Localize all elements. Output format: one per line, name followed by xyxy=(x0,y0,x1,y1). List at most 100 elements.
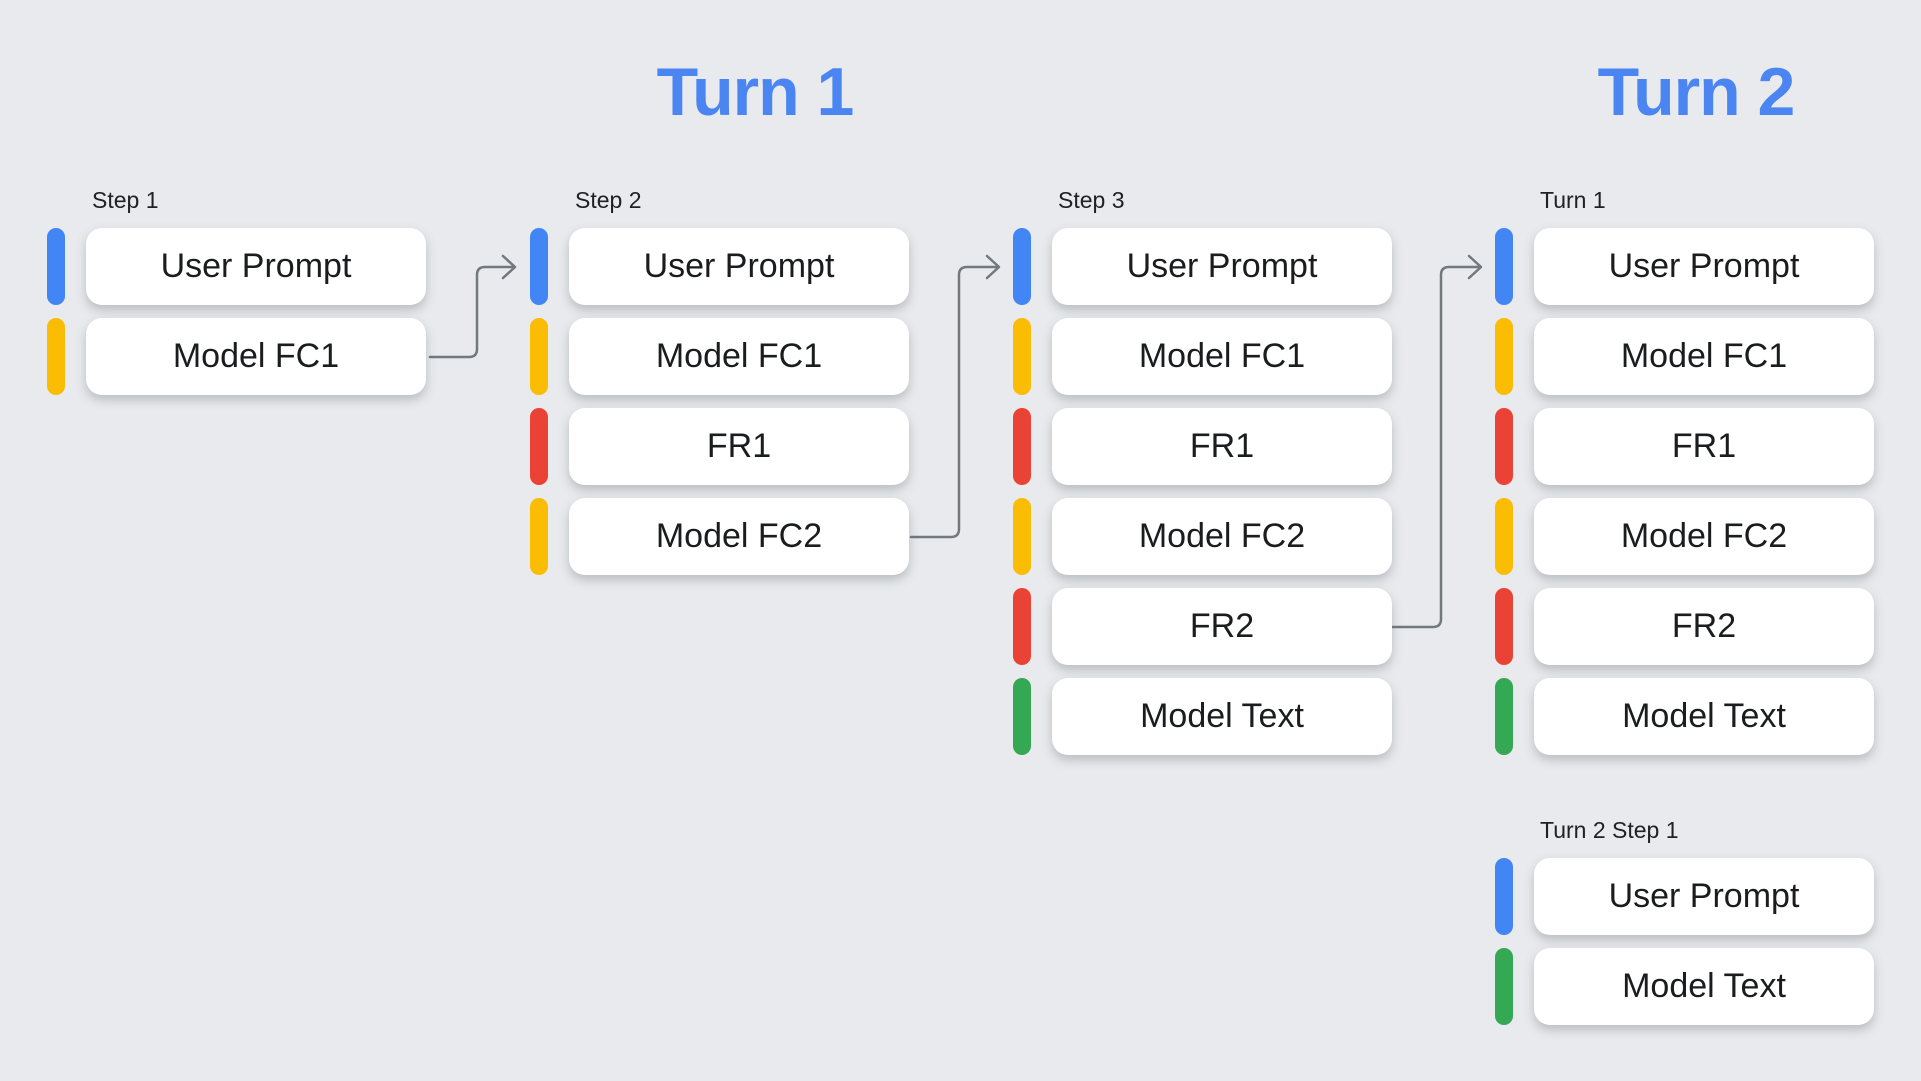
fr1-card: FR1 xyxy=(569,408,909,485)
column-label: Step 1 xyxy=(92,187,159,213)
card-label: Model FC2 xyxy=(1620,517,1788,555)
message-row: Model Text xyxy=(1495,678,1875,755)
card-label: Model FC2 xyxy=(655,517,823,555)
card-label: Model FC1 xyxy=(1620,337,1788,375)
column-turn2-step1: Turn 2 Step 1 User Prompt Model Text xyxy=(1495,819,1875,1025)
user-prompt-card: User Prompt xyxy=(1052,228,1392,305)
function-response-role-bar xyxy=(1495,588,1513,665)
model-text-role-bar xyxy=(1495,948,1513,1025)
message-row: User Prompt xyxy=(1495,228,1875,305)
message-row: FR1 xyxy=(1495,408,1875,485)
function-response-role-bar xyxy=(530,408,548,485)
message-rows: User Prompt Model FC1 FR1 Model FC2 FR2 … xyxy=(1495,228,1875,755)
fr2-card: FR2 xyxy=(1534,588,1874,665)
card-label: User Prompt xyxy=(1608,877,1800,915)
column-step3: Step 3 User Prompt Model FC1 FR1 Model F… xyxy=(1013,189,1393,755)
message-row: Model FC1 xyxy=(1013,318,1393,395)
turn2-title: Turn 2 xyxy=(1597,54,1796,130)
card-label: User Prompt xyxy=(643,247,835,285)
card-label: Model FC1 xyxy=(172,337,340,375)
card-label: FR1 xyxy=(1189,427,1255,465)
model-text-card: Model Text xyxy=(1534,948,1874,1025)
message-rows: User Prompt Model Text xyxy=(1495,858,1875,1025)
card-label: FR2 xyxy=(1189,607,1255,645)
column-step2: Step 2 User Prompt Model FC1 FR1 Model F… xyxy=(530,189,910,575)
fr2-card: FR2 xyxy=(1052,588,1392,665)
column-step1: Step 1 User Prompt Model FC1 xyxy=(47,189,427,395)
message-rows: User Prompt Model FC1 FR1 Model FC2 FR2 … xyxy=(1013,228,1393,755)
column-turn1: Turn 1 User Prompt Model FC1 FR1 Model F… xyxy=(1495,189,1875,755)
model-fc-role-bar xyxy=(1013,318,1031,395)
turn1-title: Turn 1 xyxy=(656,54,855,130)
card-label: Model FC1 xyxy=(655,337,823,375)
message-row: Model Text xyxy=(1013,678,1393,755)
column-label: Step 2 xyxy=(575,187,642,213)
card-label: User Prompt xyxy=(1126,247,1318,285)
model-fc-role-bar xyxy=(1013,498,1031,575)
message-row: Model FC1 xyxy=(47,318,427,395)
model-fc1-card: Model FC1 xyxy=(569,318,909,395)
message-row: FR1 xyxy=(1013,408,1393,485)
model-fc-role-bar xyxy=(47,318,65,395)
message-rows: User Prompt Model FC1 xyxy=(47,228,427,395)
card-label: Model FC1 xyxy=(1138,337,1306,375)
message-row: User Prompt xyxy=(1495,858,1875,935)
message-row: User Prompt xyxy=(530,228,910,305)
message-row: Model FC2 xyxy=(1495,498,1875,575)
function-response-role-bar xyxy=(1013,588,1031,665)
column-label: Step 3 xyxy=(1058,187,1125,213)
message-row: FR1 xyxy=(530,408,910,485)
message-row: Model FC1 xyxy=(1495,318,1875,395)
card-label: FR2 xyxy=(1671,607,1737,645)
message-row: FR2 xyxy=(1013,588,1393,665)
column-label: Turn 1 xyxy=(1540,187,1606,213)
message-row: User Prompt xyxy=(47,228,427,305)
model-text-card: Model Text xyxy=(1534,678,1874,755)
model-fc1-card: Model FC1 xyxy=(86,318,426,395)
message-row: Model Text xyxy=(1495,948,1875,1025)
user-prompt-card: User Prompt xyxy=(569,228,909,305)
model-text-role-bar xyxy=(1013,678,1031,755)
card-label: User Prompt xyxy=(160,247,352,285)
message-row: Model FC2 xyxy=(530,498,910,575)
card-label: Model FC2 xyxy=(1138,517,1306,555)
arrow-step3-to-turn1 xyxy=(1390,254,1483,629)
model-fc2-card: Model FC2 xyxy=(569,498,909,575)
model-fc-role-bar xyxy=(530,498,548,575)
user-role-bar xyxy=(1495,228,1513,305)
model-text-card: Model Text xyxy=(1052,678,1392,755)
message-row: Model FC1 xyxy=(530,318,910,395)
card-label: FR1 xyxy=(1671,427,1737,465)
card-label: User Prompt xyxy=(1608,247,1800,285)
model-fc1-card: Model FC1 xyxy=(1052,318,1392,395)
card-label: Model Text xyxy=(1622,967,1786,1005)
card-label: Model Text xyxy=(1622,697,1786,735)
arrow-step1-to-step2 xyxy=(428,254,517,359)
model-fc-role-bar xyxy=(1495,318,1513,395)
user-role-bar xyxy=(1013,228,1031,305)
message-row: FR2 xyxy=(1495,588,1875,665)
model-text-role-bar xyxy=(1495,678,1513,755)
fr1-card: FR1 xyxy=(1052,408,1392,485)
model-fc-role-bar xyxy=(530,318,548,395)
model-fc2-card: Model FC2 xyxy=(1534,498,1874,575)
model-fc-role-bar xyxy=(1495,498,1513,575)
user-prompt-card: User Prompt xyxy=(86,228,426,305)
message-row: User Prompt xyxy=(1013,228,1393,305)
user-role-bar xyxy=(530,228,548,305)
fr1-card: FR1 xyxy=(1534,408,1874,485)
user-role-bar xyxy=(1495,858,1513,935)
card-label: FR1 xyxy=(706,427,772,465)
function-response-role-bar xyxy=(1013,408,1031,485)
column-label: Turn 2 Step 1 xyxy=(1540,817,1679,843)
arrow-step2-to-step3 xyxy=(909,254,1001,539)
user-role-bar xyxy=(47,228,65,305)
model-fc2-card: Model FC2 xyxy=(1052,498,1392,575)
user-prompt-card: User Prompt xyxy=(1534,858,1874,935)
model-fc1-card: Model FC1 xyxy=(1534,318,1874,395)
card-label: Model Text xyxy=(1140,697,1304,735)
user-prompt-card: User Prompt xyxy=(1534,228,1874,305)
message-row: Model FC2 xyxy=(1013,498,1393,575)
message-rows: User Prompt Model FC1 FR1 Model FC2 xyxy=(530,228,910,575)
